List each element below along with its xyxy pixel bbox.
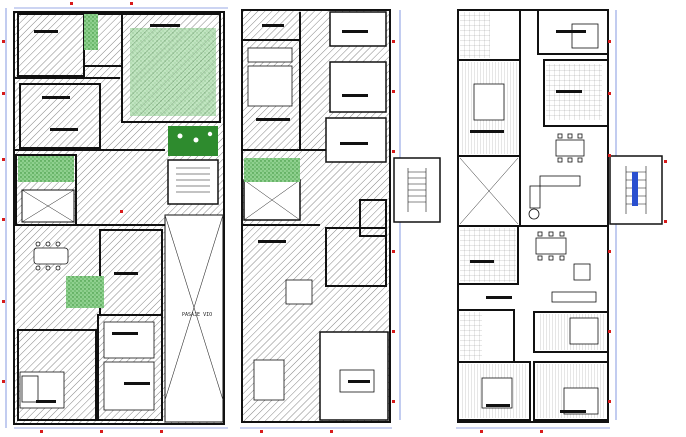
garden-patch xyxy=(244,158,300,182)
plan-right-walls xyxy=(457,9,609,421)
garden-patch xyxy=(130,28,216,116)
room-labels-middle xyxy=(256,24,370,383)
room-white xyxy=(103,321,155,359)
garden-patch xyxy=(66,276,104,308)
plan-left: PASAJE VIO xyxy=(2,2,228,433)
dining-table xyxy=(33,241,69,271)
plan-middle xyxy=(240,9,441,433)
dimension-lines-left xyxy=(5,7,228,429)
sofa xyxy=(19,371,65,409)
dining-table xyxy=(535,231,567,261)
axis-markers-middle xyxy=(260,40,395,433)
kitchen-tiles xyxy=(460,228,516,282)
bathroom-tiles xyxy=(460,12,490,58)
plan-middle-furniture xyxy=(247,47,375,401)
garden-plants xyxy=(177,131,213,143)
plan-right xyxy=(456,9,667,433)
plan-left-walls xyxy=(14,13,221,421)
street-label: PASAJE VIO xyxy=(182,312,212,318)
garden-patch xyxy=(84,14,98,50)
bed xyxy=(473,23,599,415)
sofa xyxy=(528,175,597,303)
garden-patch xyxy=(18,156,74,182)
room-labels-left xyxy=(34,24,180,403)
axis-markers-left xyxy=(2,2,163,433)
garden-patch xyxy=(168,126,218,156)
stair-handrail xyxy=(632,172,638,206)
plan-left-street xyxy=(164,214,224,423)
room-labels-right xyxy=(470,30,586,413)
stairwell xyxy=(167,159,219,205)
bathroom-tiles xyxy=(460,312,482,360)
room-white xyxy=(103,361,155,411)
dining-table xyxy=(555,133,585,163)
axis-markers-right xyxy=(480,40,667,433)
plan-middle-walls xyxy=(242,12,387,287)
